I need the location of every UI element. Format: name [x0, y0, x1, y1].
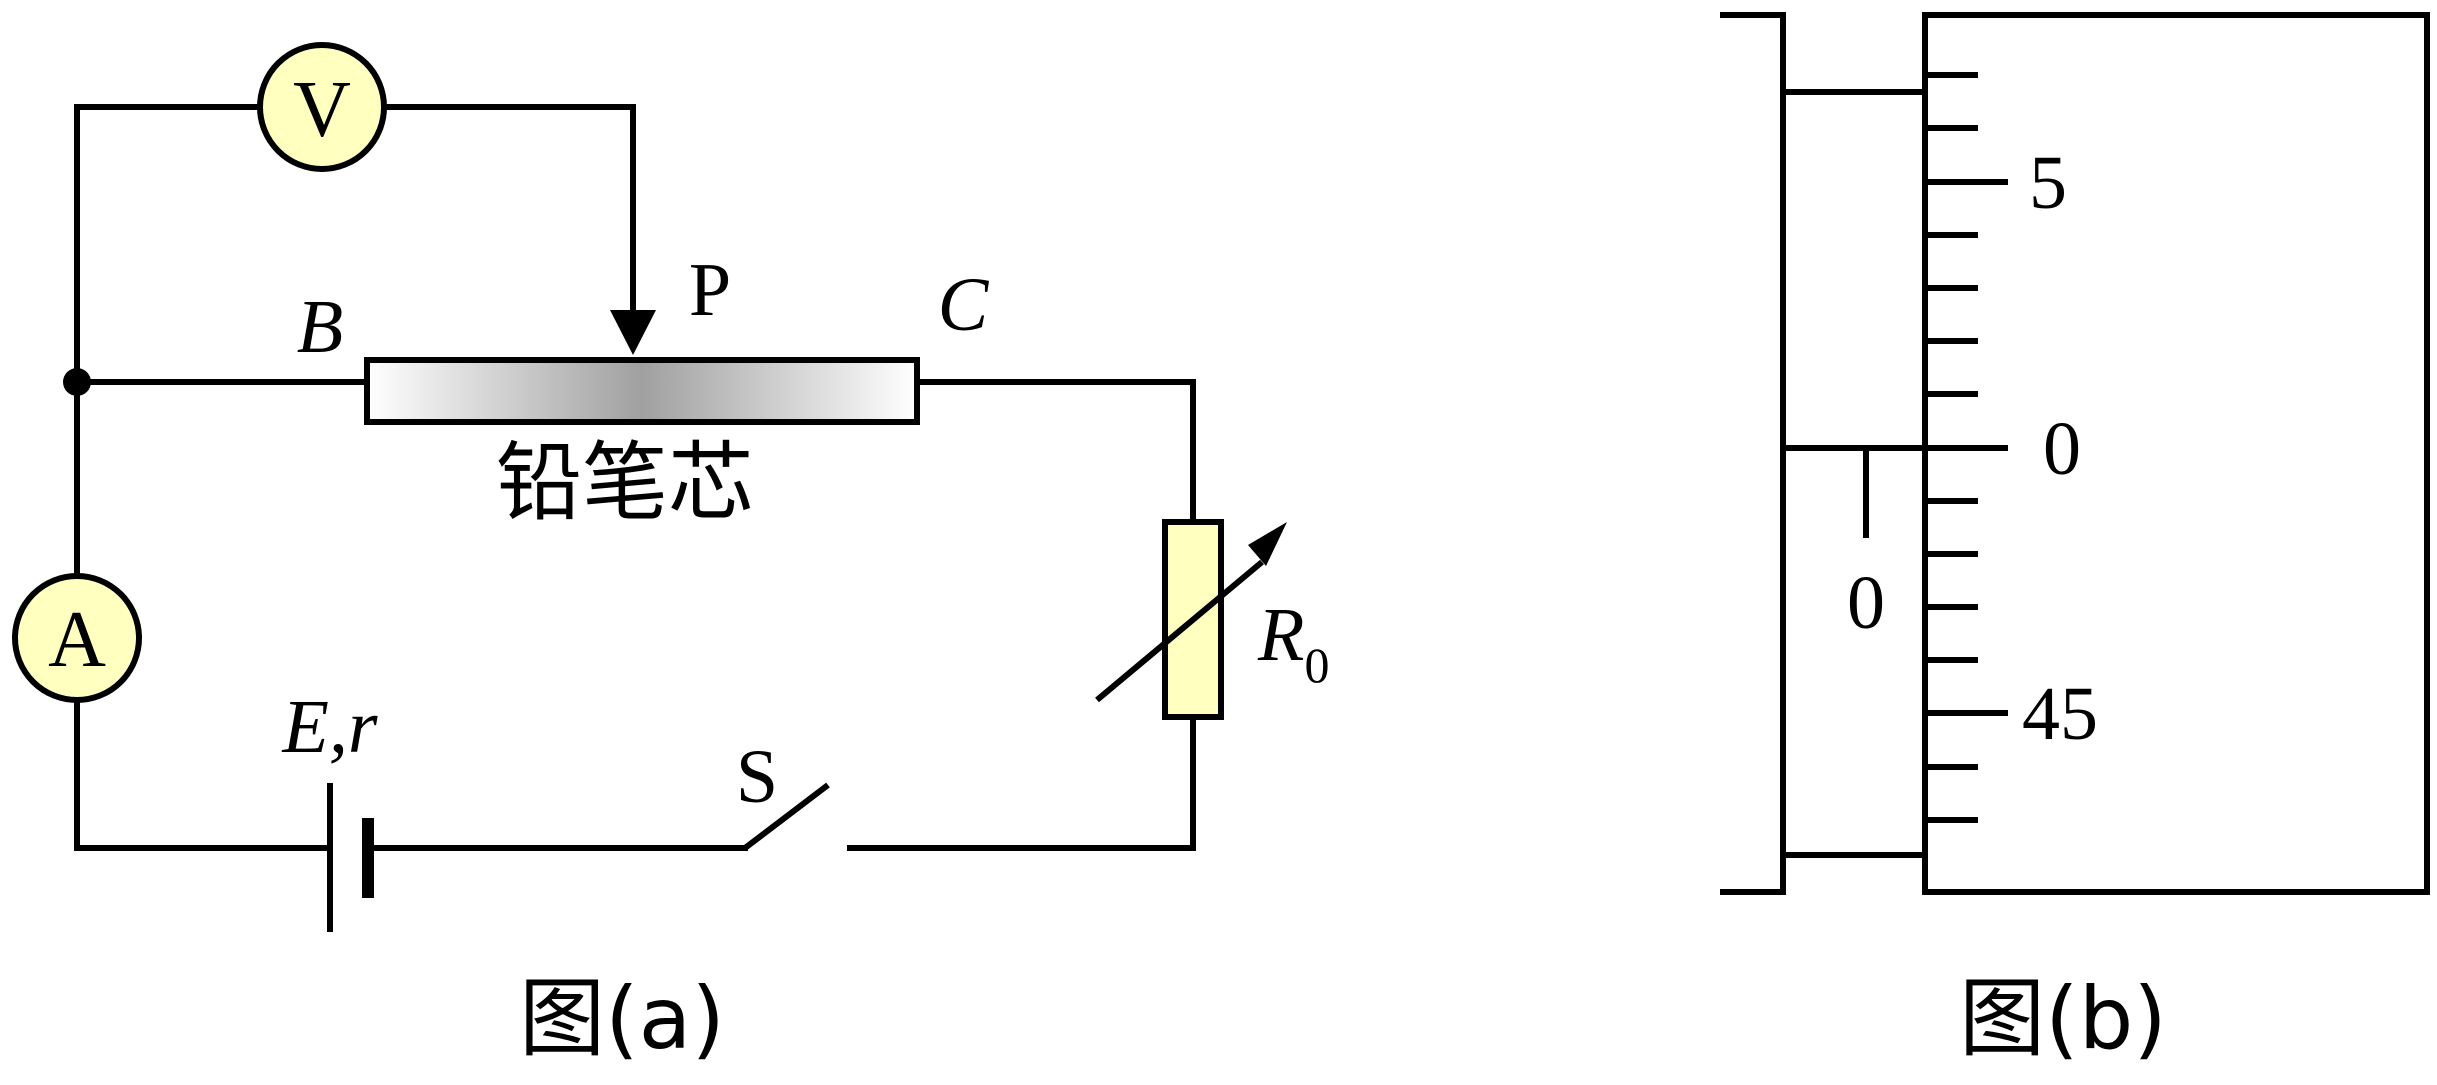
ammeter-circle [12, 573, 142, 703]
caption-b: 图(b) [1959, 969, 2167, 1069]
probe-arrow-icon [610, 310, 656, 355]
rheostat-symbol: R [1257, 593, 1304, 677]
ammeter-label: A [48, 596, 106, 684]
rheostat-arrow-shaft [1095, 559, 1264, 703]
rheostat-arrow-icon [1248, 522, 1287, 566]
pencil-core-resistor [364, 357, 920, 425]
switch-blade [743, 782, 830, 851]
junction-dot [63, 368, 91, 396]
thimble-label-5: 5 [2029, 141, 2067, 225]
voltmeter: V [257, 42, 387, 172]
voltmeter-circle [257, 42, 387, 172]
circuit-wires [74, 104, 1196, 851]
ammeter: A [12, 573, 142, 703]
end-label-b: B [297, 285, 343, 369]
micrometer-diagram: 0 5 0 45 图(b) [1720, 12, 2430, 1069]
voltmeter-label: V [293, 66, 351, 154]
slider-label-p: P [689, 248, 731, 332]
end-label-c: C [938, 263, 990, 347]
switch-label: S [736, 735, 778, 819]
caption-a: 图(a) [519, 969, 725, 1069]
battery-label: E,r [282, 685, 378, 769]
pencil-core-label: 铅笔芯 [496, 433, 754, 533]
thimble-label-45: 45 [2022, 672, 2098, 756]
rheostat-subscript: 0 [1304, 637, 1329, 693]
sleeve-zero-label: 0 [1847, 561, 1885, 645]
rheostat [1095, 519, 1287, 720]
rheostat-label: R0 [1257, 593, 1329, 693]
thimble [1922, 12, 2430, 895]
thimble-label-0: 0 [2043, 407, 2081, 491]
thimble-scale [1922, 72, 2008, 823]
battery [327, 783, 374, 932]
circuit-diagram: V A P B C 铅笔芯 E,r S R0 [12, 42, 1329, 1069]
